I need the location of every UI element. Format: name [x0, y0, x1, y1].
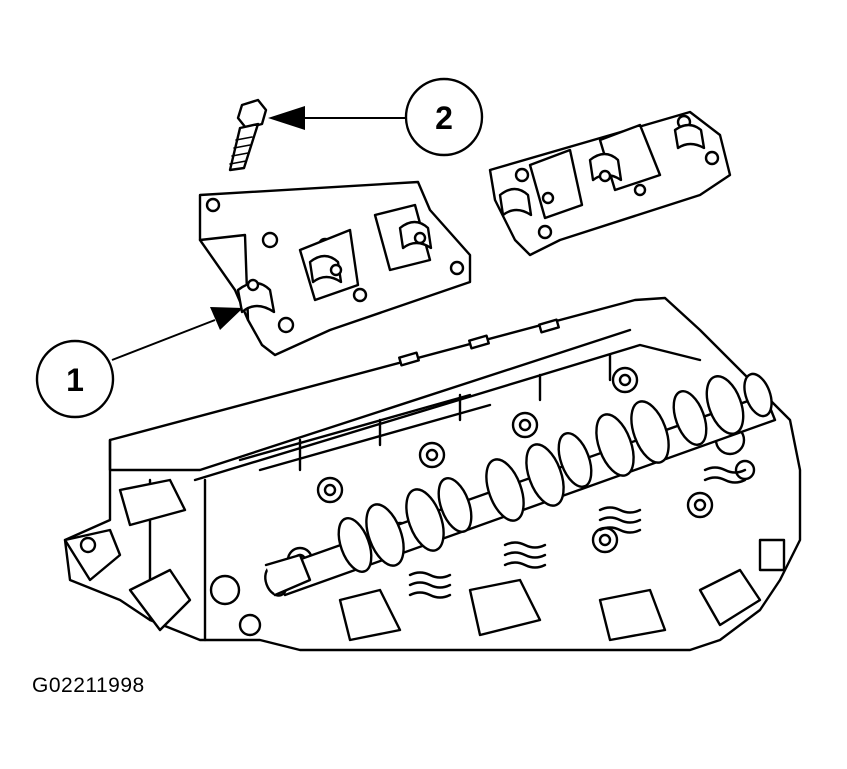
camshaft-bearing-cap-right [488, 110, 732, 257]
arrow-1-head-icon [210, 307, 243, 330]
callout-2: 2 [268, 77, 484, 157]
callout-2-label: 2 [435, 100, 453, 136]
callout-1-label: 1 [66, 362, 84, 398]
callout-1: 1 [35, 307, 243, 419]
arrow-2-head-icon [268, 106, 305, 130]
bearing-cap-bolt [228, 98, 268, 172]
camshaft [264, 372, 777, 599]
cylinder-head [63, 296, 802, 652]
camshaft-bearing-cap-left [198, 180, 472, 357]
figure-code: G02211998 [32, 674, 145, 697]
